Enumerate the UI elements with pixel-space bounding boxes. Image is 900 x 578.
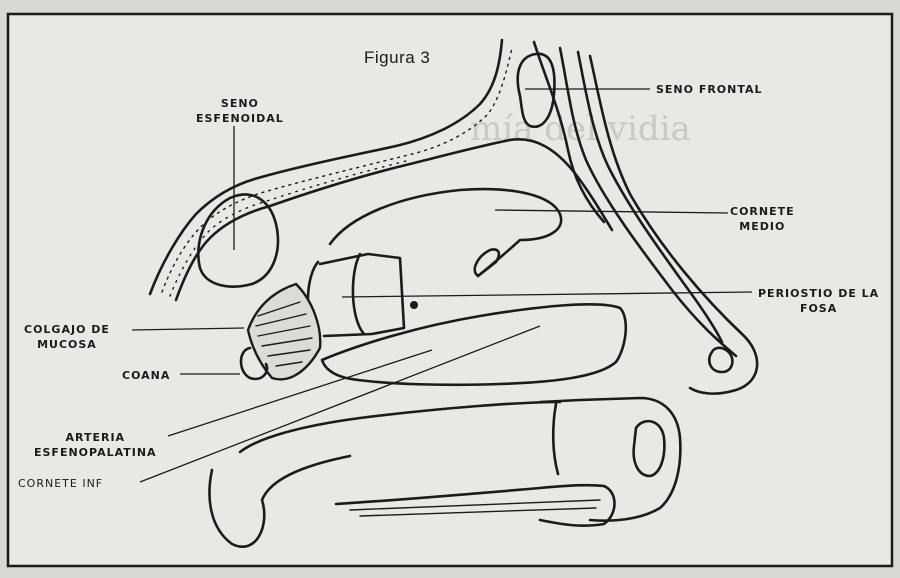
label-colgajo: COLGAJO DE MUCOSA (24, 322, 110, 352)
figure-title: Figura 3 (364, 48, 430, 68)
label-periostio: PERIOSTIO DE LA FOSA (758, 286, 879, 316)
label-line: SENO (196, 96, 284, 111)
label-line: ARTERIA (34, 430, 157, 445)
label-line: MEDIO (730, 219, 795, 234)
label-cornete-inf: CORNETE INF (18, 476, 103, 491)
label-line: MUCOSA (24, 337, 110, 352)
periosteum-dot (410, 301, 418, 309)
label-seno-frontal: SENO FRONTAL (656, 82, 763, 97)
label-cornete-medio: CORNETE MEDIO (730, 204, 795, 234)
label-line: ESFENOIDAL (196, 111, 284, 126)
label-line: CORNETE (730, 204, 795, 219)
label-coana: COANA (122, 368, 170, 383)
label-line: PERIOSTIO DE LA (758, 286, 879, 301)
label-arteria: ARTERIA ESFENOPALATINA (34, 430, 157, 460)
label-line: ESFENOPALATINA (34, 445, 157, 460)
label-seno-esfenoidal: SENO ESFENOIDAL (196, 96, 284, 126)
label-line: FOSA (758, 301, 879, 316)
label-line: COLGAJO DE (24, 322, 110, 337)
